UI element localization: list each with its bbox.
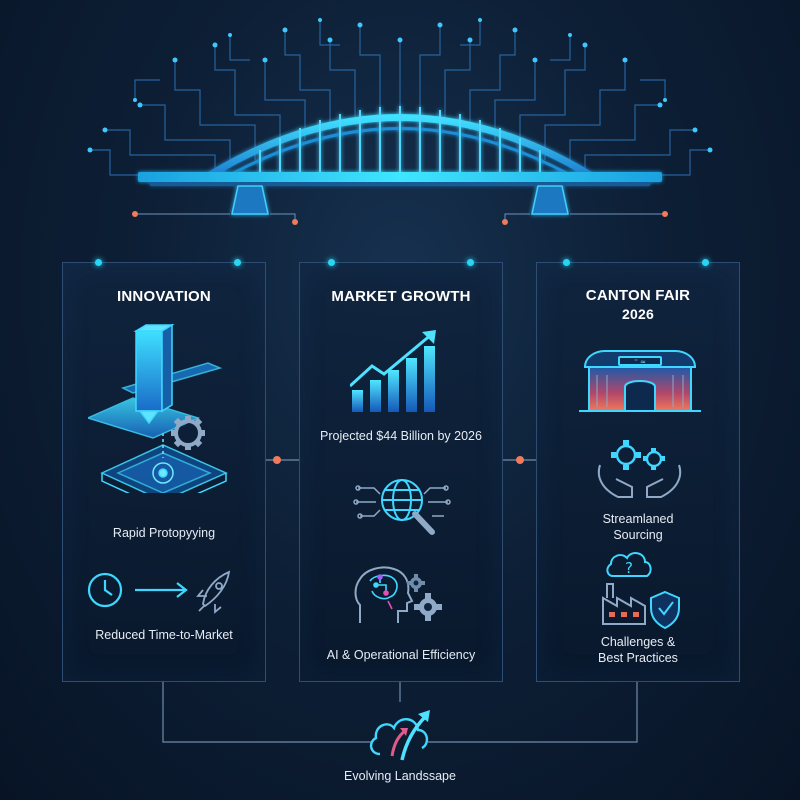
panel-corner-dot xyxy=(95,259,102,266)
canton-fair-panel: CANTON FAIR 2026 ⁼ ≈ xyxy=(536,259,740,682)
reduced-time-to-market-label: Reduced Time-to-Market xyxy=(95,628,233,642)
streamlined-sourcing-label-line1: Streamlaned xyxy=(602,512,674,526)
ai-brain-gears-icon xyxy=(354,566,442,623)
challenges-label-line1: Challenges & xyxy=(600,635,676,649)
streamlined-sourcing-label-line2: Sourcing xyxy=(613,528,663,542)
innovation-panel: INNOVATION xyxy=(62,259,266,682)
bridge xyxy=(138,106,662,215)
svg-text:?: ? xyxy=(625,559,633,577)
market-growth-panel: MARKET GROWTH Projected $44 Billion by 2… xyxy=(299,259,503,682)
panel-title-line1: CANTON FAIR xyxy=(585,287,691,304)
connector-node xyxy=(516,456,524,464)
panel-title-line2: 2026 xyxy=(622,306,654,322)
panel-corner-dot xyxy=(234,259,241,266)
exhibition-hall-icon: ⁼ ≈ xyxy=(579,350,701,412)
factory-shield-question-icon: ? xyxy=(602,552,680,630)
rising-bar-chart-icon xyxy=(350,330,436,412)
hands-gears-icon xyxy=(597,440,682,498)
panel-title: INNOVATION xyxy=(117,288,211,305)
circuit-nodes xyxy=(87,18,713,153)
panel-title: MARKET GROWTH xyxy=(331,288,471,305)
projected-market-label: Projected $44 Billion by 2026 xyxy=(320,429,482,443)
panel-corner-dot xyxy=(467,259,474,266)
ai-efficiency-label: AI & Operational Efficiency xyxy=(326,648,476,662)
rapid-prototyping-label: Rapid Protopyying xyxy=(112,526,216,540)
3d-printer-icon xyxy=(88,323,228,493)
challenges-label-line2: Best Practices xyxy=(598,651,678,665)
svg-text:⁼ ≈: ⁼ ≈ xyxy=(634,358,646,366)
panel-corner-dot xyxy=(328,259,335,266)
clock-to-rocket-icon xyxy=(87,570,231,614)
cloud-arrows-icon xyxy=(369,710,430,761)
globe-magnifier-icon xyxy=(353,479,451,535)
bridge-base-nodes xyxy=(132,211,668,225)
panel-corner-dot xyxy=(563,259,570,266)
panel-corner-dot xyxy=(702,259,709,266)
bridge-base-lines xyxy=(135,213,665,220)
footer-label: Evolving Landssape xyxy=(344,769,456,783)
connector-node xyxy=(273,456,281,464)
circuit-network xyxy=(90,20,710,176)
